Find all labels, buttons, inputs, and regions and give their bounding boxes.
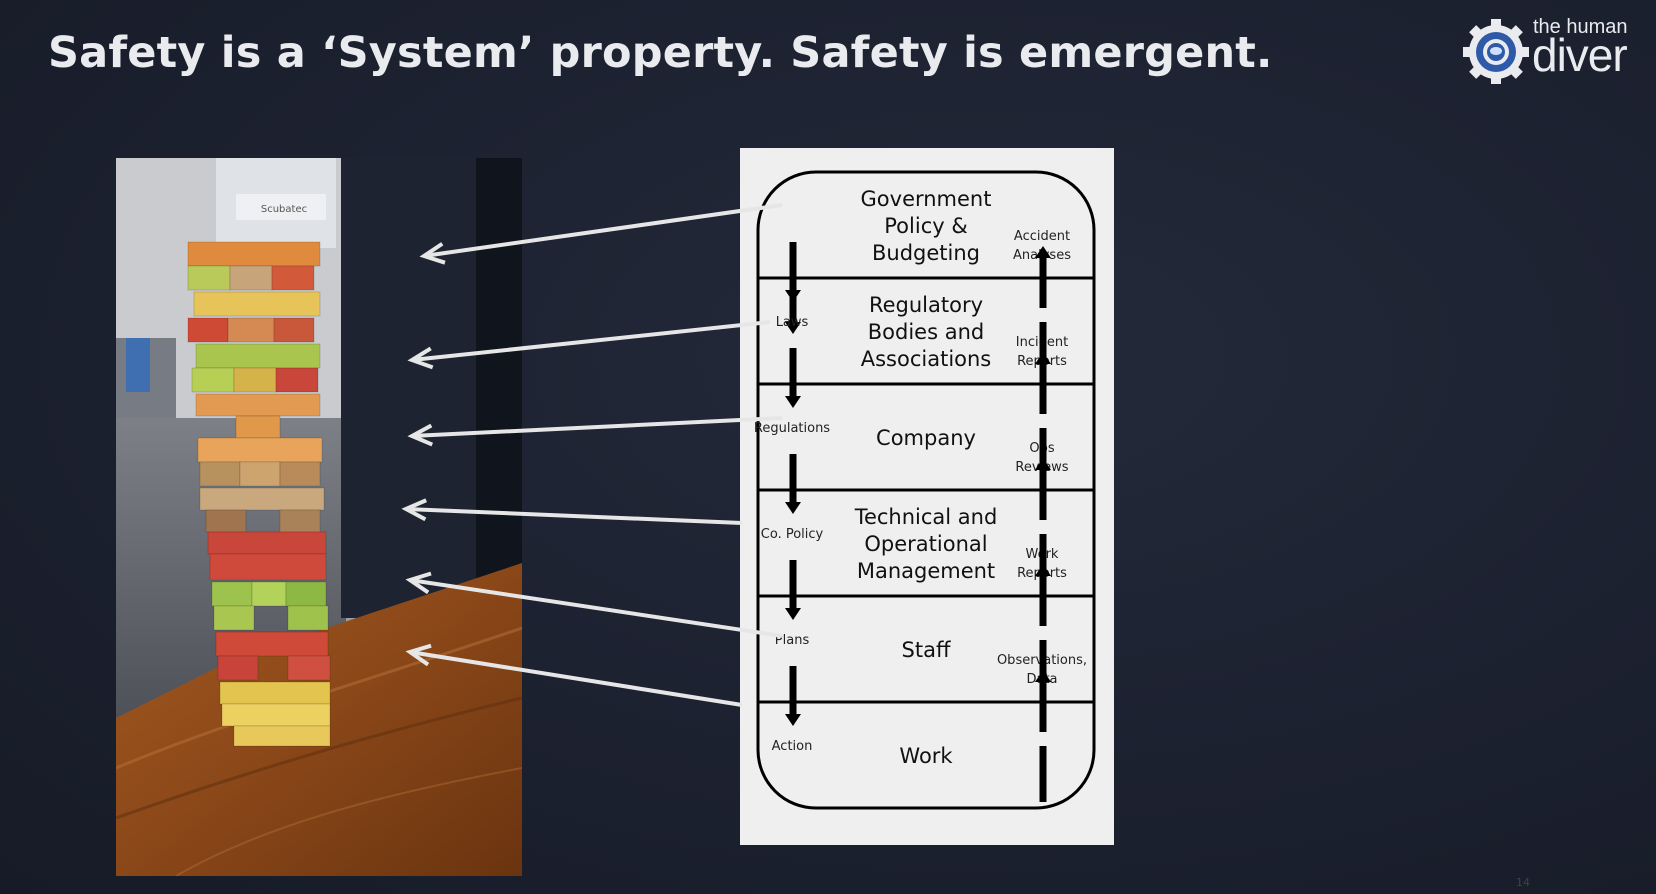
connector-arrow <box>406 509 742 523</box>
connector-arrow <box>410 580 782 636</box>
connector-arrow <box>424 205 782 256</box>
connector-arrow <box>412 322 770 360</box>
connector-arrow <box>410 652 742 705</box>
page-number: 14 <box>1516 876 1530 889</box>
connector-arrow <box>412 418 782 436</box>
